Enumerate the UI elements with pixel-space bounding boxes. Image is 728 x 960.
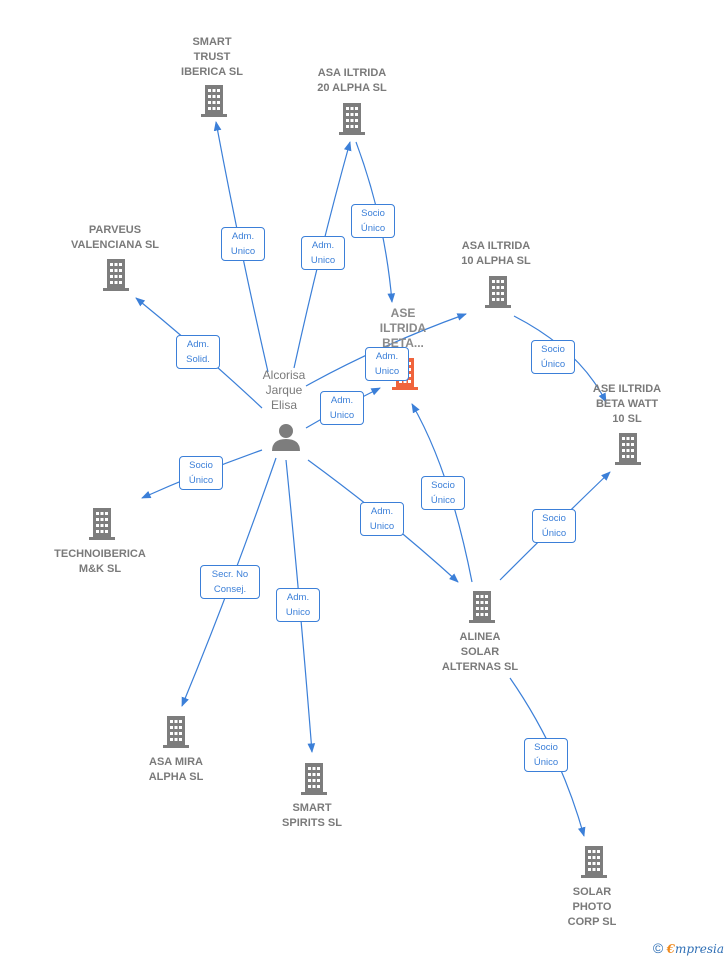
edge-label: Adm. Unico — [276, 588, 320, 622]
footer-brand[interactable]: © €mpresia — [653, 940, 724, 956]
edge-label: Adm. Solid. — [176, 335, 220, 369]
edge-label: Socio Único — [421, 476, 465, 510]
copyright-icon: © — [652, 940, 664, 956]
node-label-asa-mira[interactable]: ASA MIRA ALPHA SL — [148, 756, 204, 783]
node-label-ase-iltrida-beta-watt[interactable]: ASE ILTRIDA BETA WATT 10 SL — [592, 383, 662, 425]
edge-label: Secr. No Consej. — [200, 565, 260, 599]
edge-label: Adm. Unico — [365, 347, 409, 381]
edge-label: Socio Único — [179, 456, 223, 490]
node-label-asa-iltrida-20[interactable]: ASA ILTRIDA 20 ALPHA SL — [317, 67, 387, 94]
brand-logo: €mpresia — [666, 942, 724, 956]
person-icon — [272, 424, 300, 451]
building-icon — [301, 763, 327, 795]
edge-label: Socio Único — [351, 204, 395, 238]
building-icon — [103, 259, 129, 291]
node-label-alinea-solar[interactable]: ALINEA SOLAR ALTERNAS SL — [441, 631, 519, 673]
node-label-asa-iltrida-10[interactable]: ASA ILTRIDA 10 ALPHA SL — [461, 240, 531, 267]
node-label-smart-trust[interactable]: SMART TRUST IBERICA SL — [181, 36, 243, 78]
edge-label: Adm. Unico — [221, 227, 265, 261]
building-icon — [339, 103, 365, 135]
edge-label: Socio Único — [524, 738, 568, 772]
building-icon — [201, 85, 227, 117]
edge-label: Socio Único — [531, 340, 575, 374]
node-label-ase-iltrida-beta[interactable]: ASE ILTRIDA BETA... — [379, 306, 427, 350]
building-icon — [89, 508, 115, 540]
node-label-smart-spirits[interactable]: SMART SPIRITS SL — [282, 802, 342, 829]
building-icon — [469, 591, 495, 623]
node-label-technoiberica[interactable]: TECHNOIBERICA M&K SL — [54, 548, 146, 575]
node-label-solar-photo[interactable]: SOLAR PHOTO CORP SL — [567, 886, 617, 928]
edge-label: Socio Único — [532, 509, 576, 543]
edge-label: Adm. Unico — [320, 391, 364, 425]
building-icon — [163, 716, 189, 748]
edge-label: Adm. Unico — [360, 502, 404, 536]
building-icon — [485, 276, 511, 308]
building-icon — [615, 433, 641, 465]
person-label[interactable]: Alcorisa Jarque Elisa — [262, 368, 306, 412]
edge-label: Adm. Unico — [301, 236, 345, 270]
building-icon — [581, 846, 607, 878]
node-label-parveus[interactable]: PARVEUS VALENCIANA SL — [71, 224, 159, 251]
